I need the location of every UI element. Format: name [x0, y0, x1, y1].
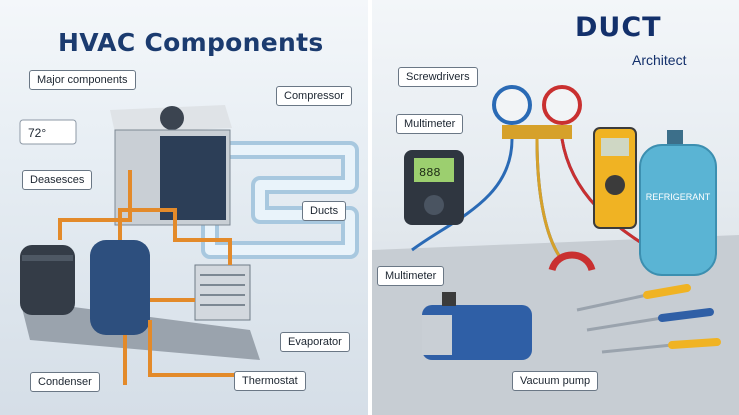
callout-vacuum-pump: Vacuum pump — [512, 371, 599, 391]
callout-evaporator: Evaporator — [280, 332, 350, 352]
tank-label: REFRIGERANT — [646, 192, 711, 202]
callout-thermostat: Thermostat — [234, 371, 306, 391]
logo-sub-text: Architect — [632, 52, 687, 68]
refrigerant-tank — [639, 144, 717, 276]
callout-multimeter-bottom: Multimeter — [377, 266, 445, 286]
thermostat-device — [19, 119, 77, 145]
duct-highlight — [190, 145, 355, 255]
callout-multimeter-top: Multimeter — [396, 114, 464, 134]
copper-pipes — [58, 170, 260, 385]
callout-screwdrivers: Screwdrivers — [398, 67, 478, 87]
thermostat-reading: 72° — [28, 126, 46, 140]
meter-display: 888 — [419, 166, 441, 180]
page-title: HVAC Components — [58, 28, 324, 57]
callout-ducts: Ducts — [302, 201, 347, 221]
duct-architect-logo: DUCT Architect — [575, 12, 686, 68]
manifold-body — [502, 125, 572, 139]
screwdriver-icon — [576, 293, 648, 312]
callout-major-components: Major components — [29, 70, 136, 90]
pipe-cutter — [548, 251, 596, 272]
callout-condenser: Condenser — [30, 372, 100, 392]
blue-gauge-icon — [492, 85, 532, 125]
tools-illustration: 888 REFRIGERANT — [372, 85, 739, 415]
evaporator-coil — [194, 264, 251, 321]
callout-compressor: Compressor — [276, 86, 352, 106]
work-surface — [372, 235, 739, 415]
red-gauge-icon — [542, 85, 582, 125]
blue-unit — [90, 240, 150, 335]
hvac-components-panel: 72° HVAC Components Major components Com… — [0, 0, 368, 415]
meter-screen — [414, 158, 454, 182]
hvac-illustration: 72° — [19, 105, 359, 385]
fan-icon — [160, 106, 184, 130]
compressor-tank — [20, 245, 75, 315]
panel-divider — [368, 0, 372, 415]
callout-deasesces: Deasesces — [22, 170, 93, 190]
logo-main-text: DUCT — [575, 12, 662, 43]
tools-panel: 888 REFRIGERANT Screwdrivers Mult — [372, 0, 739, 415]
condenser-grille — [160, 136, 226, 220]
